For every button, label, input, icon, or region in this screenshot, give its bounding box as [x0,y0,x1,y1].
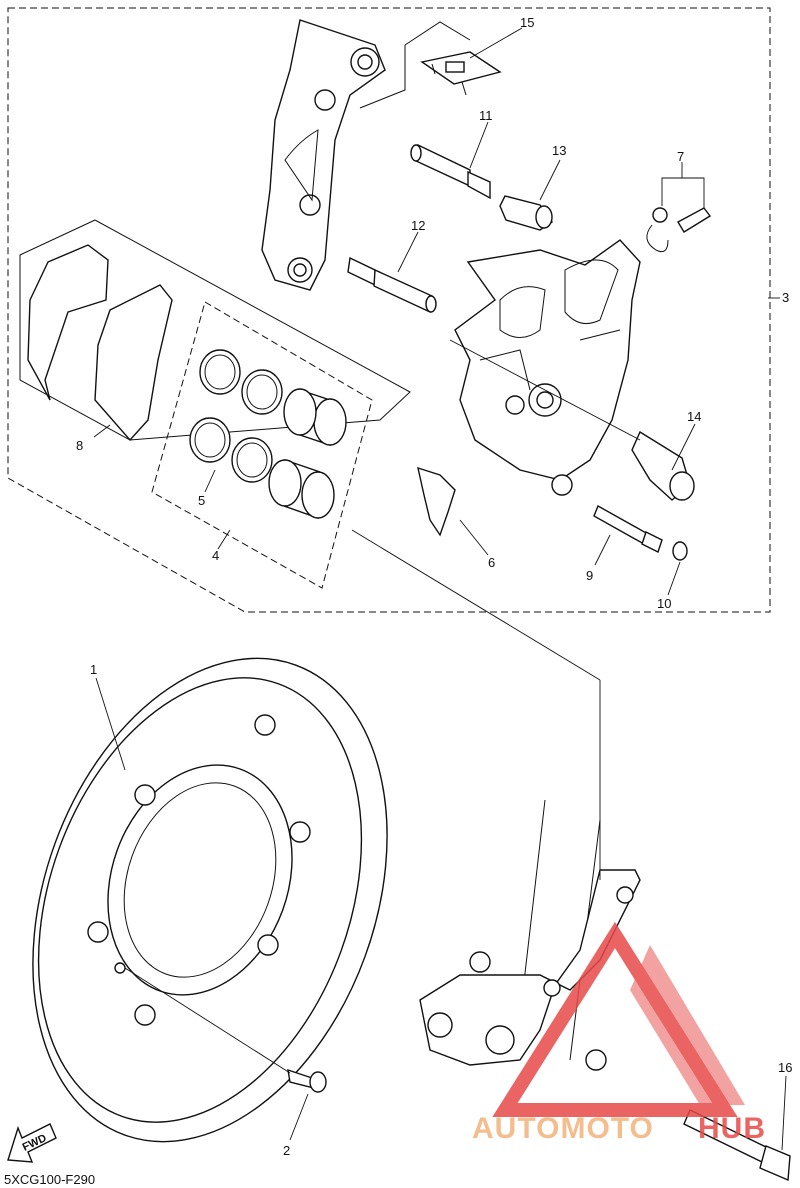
watermark-text-left: AUTOMOTO [472,1112,654,1145]
part-12-pin [347,256,437,314]
part-7-bleeder [646,207,712,253]
callout-4: 4 [212,548,219,563]
callout-7: 7 [677,149,684,164]
callout-6: 6 [488,555,495,570]
fork-mount [419,799,641,1071]
callout-9: 9 [586,568,593,583]
piston-seals-and-pistons [189,349,347,519]
callout-3: 3 [782,290,789,305]
part-11-pin [410,144,491,200]
callout-11: 11 [479,108,493,123]
callout-labels: 1 2 3 4 5 6 7 8 9 10 11 12 13 14 15 16 [76,15,792,1158]
callout-12: 12 [411,218,425,233]
part-10-nut [672,541,688,561]
watermark-logo: AUTOMOTO HUB [472,921,766,1145]
callout-14: 14 [687,409,701,424]
diagram-code: 5XCG100-F290 [4,1172,95,1187]
piston-kit-boundary [151,301,373,589]
callout-2: 2 [283,1143,290,1158]
callout-8: 8 [76,438,83,453]
watermark-text-right: HUB [698,1112,766,1145]
part-6-clip [417,466,456,537]
callout-13: 13 [552,143,566,158]
leader-lines [93,27,787,1151]
caliper-bracket [261,19,386,291]
brake-pads [27,244,173,442]
part-9-bolt [593,504,663,553]
part-16-bolt [683,1109,791,1182]
caliper-body [454,239,641,496]
part-14-cap [631,430,695,501]
callout-10: 10 [657,596,671,611]
fwd-arrow-icon: FWD [7,1123,57,1163]
part-13-boot [499,195,553,231]
fwd-label: FWD [21,1132,49,1153]
callout-16: 16 [778,1060,792,1075]
caliper-assembly-boundary [7,7,771,613]
callout-5: 5 [198,493,205,508]
callout-1: 1 [90,662,97,677]
brake-disc [32,657,388,1143]
part-15-plate [359,21,502,109]
callout-15: 15 [520,15,534,30]
part-2-bolt [287,1068,327,1093]
